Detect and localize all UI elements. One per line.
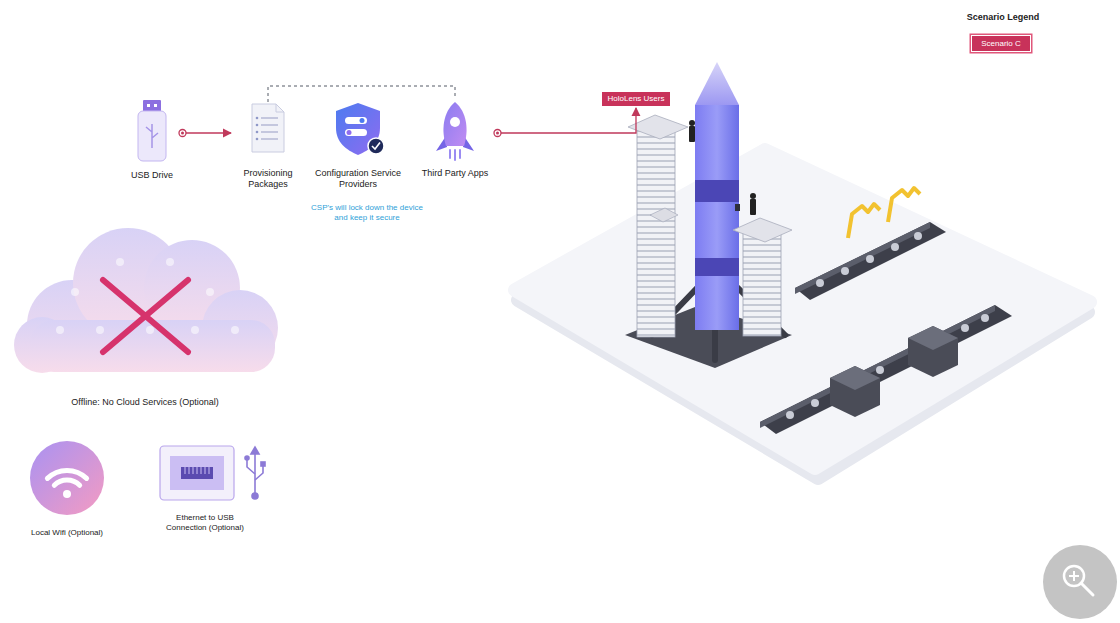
dashed-bracket [268, 86, 455, 102]
connector-line [180, 132, 232, 133]
wifi-icon [30, 441, 104, 515]
icon-node: Configuration Service Providers [308, 96, 408, 193]
rocket-icon [436, 102, 474, 160]
user-tag: HoloLens Users [602, 92, 671, 106]
caption-label: Local Wifi (Optional) [12, 528, 122, 538]
legend-text: Scenario C [981, 39, 1021, 48]
flow-arrow [179, 130, 231, 137]
caption-label: Offline: No Cloud Services (Optional) [25, 397, 265, 408]
legend-swatch: Scenario C [971, 35, 1031, 52]
connector-start-dot [179, 130, 186, 137]
node-label: Configuration Service Providers [312, 168, 404, 191]
zoom-button [1043, 545, 1117, 619]
rocket-launch-tower [625, 62, 792, 368]
usb-symbol [245, 447, 265, 499]
node-label: Third Party Apps [422, 168, 489, 179]
flow-arrow [494, 108, 636, 137]
cloud-crossed [14, 228, 278, 373]
node-label: USB Drive [131, 170, 173, 181]
icon-node: Provisioning Packages [233, 96, 303, 193]
conveyor-belt [760, 305, 1012, 434]
connector-line [495, 108, 636, 133]
connector-start-dot [181, 132, 184, 135]
usb-drive-icon [138, 100, 166, 161]
connector-start-dot [496, 132, 499, 135]
ethernet-icon [160, 446, 234, 500]
factory-platform [515, 150, 1090, 478]
icon-node: USB Drive [127, 96, 178, 183]
tag-text: HoloLens Users [608, 94, 665, 104]
caption-label: Ethernet to USB Connection (Optional) [155, 513, 255, 533]
caption-label: CSP's will lock down the device and keep… [306, 203, 428, 223]
legend-heading: Scenario Legend [953, 12, 1053, 23]
shield-icon [336, 103, 384, 155]
node-label: Provisioning Packages [237, 168, 299, 191]
document-icon [252, 104, 284, 152]
connector-start-dot [494, 130, 501, 137]
icon-node: Third Party Apps [418, 96, 493, 181]
conveyor-belt [795, 188, 946, 300]
